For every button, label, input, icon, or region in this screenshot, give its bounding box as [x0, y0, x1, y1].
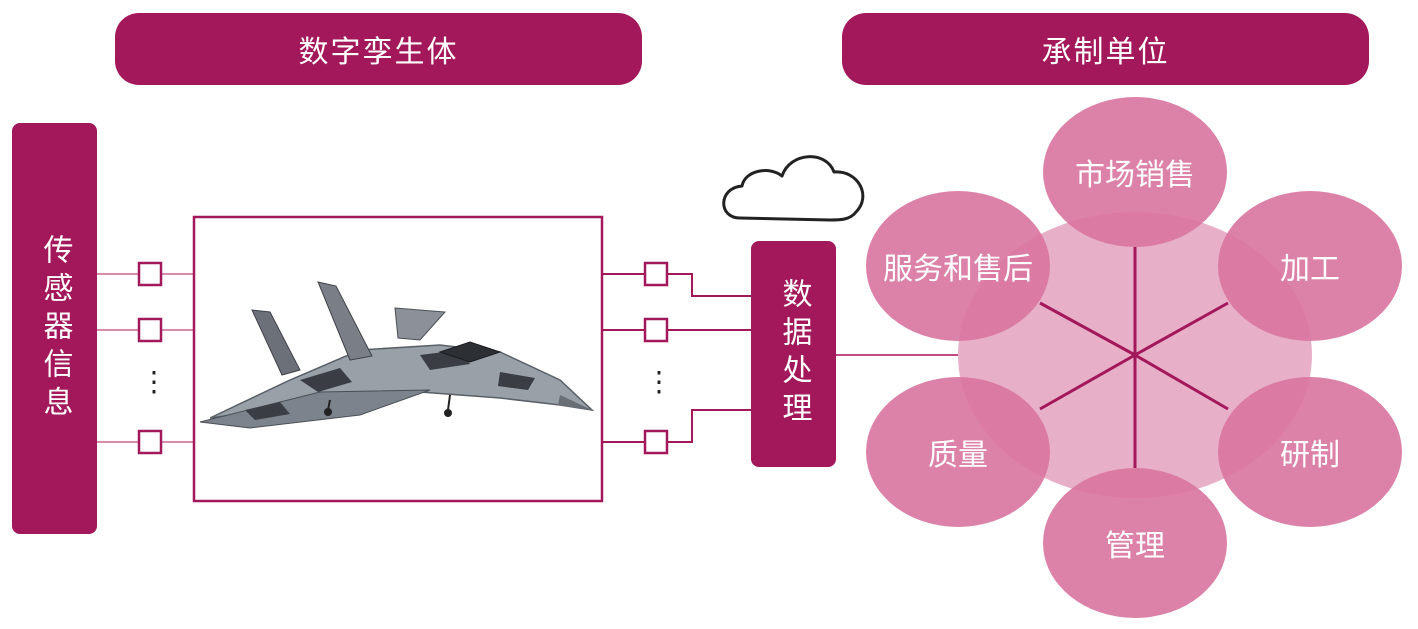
petal-market: [1043, 97, 1227, 247]
sensor-ellipsis: ⋮: [140, 365, 168, 398]
petal-label-machining: 加工: [1280, 252, 1340, 287]
spoke: [1039, 353, 1136, 411]
petal-label-market: 市场销售: [1075, 158, 1195, 193]
petal-service: [866, 191, 1050, 341]
petal-management: [1043, 468, 1227, 618]
digital-twin-header: 数字孪生体: [115, 13, 642, 85]
petal-machining: [1218, 191, 1402, 341]
sensor-node: [137, 317, 163, 343]
output-line: [602, 409, 752, 443]
spoke: [1039, 301, 1136, 357]
spoke: [1134, 301, 1229, 357]
sensor-node: [137, 429, 163, 455]
output-connectors: [602, 273, 752, 443]
manufacturer-header-label: 承制单位: [1041, 35, 1170, 70]
data-processing-label: 数据处理: [776, 278, 812, 430]
petal-label-service: 服务和售后: [883, 252, 1033, 287]
output-node: [643, 317, 669, 343]
petal-quality: [866, 377, 1050, 527]
petal-group: [866, 97, 1402, 618]
spoke: [1134, 353, 1229, 411]
manufacturer-header: 承制单位: [842, 13, 1369, 85]
output-node: [643, 429, 669, 455]
petal-development: [1218, 377, 1402, 527]
sensor-info-label: 传感器信息: [37, 233, 73, 424]
output-node: [643, 261, 669, 287]
output-line: [602, 273, 752, 297]
sensor-nodes: [137, 261, 163, 455]
data-processing-bar: 数据处理: [751, 241, 836, 467]
petal-label-management: 管理: [1105, 529, 1165, 564]
sensor-info-bar: 传感器信息: [12, 123, 97, 534]
digital-twin-header-label: 数字孪生体: [298, 35, 459, 70]
sensor-node: [137, 261, 163, 287]
petal-label-development: 研制: [1280, 438, 1340, 473]
petal-label-quality: 质量: [928, 438, 988, 473]
fighter-jet-image: [199, 281, 595, 429]
output-nodes: [643, 261, 669, 455]
output-ellipsis: ⋮: [645, 365, 673, 398]
hub-spokes: [1039, 247, 1229, 468]
sensor-connectors: [96, 273, 206, 443]
cloud-icon: [722, 155, 865, 222]
